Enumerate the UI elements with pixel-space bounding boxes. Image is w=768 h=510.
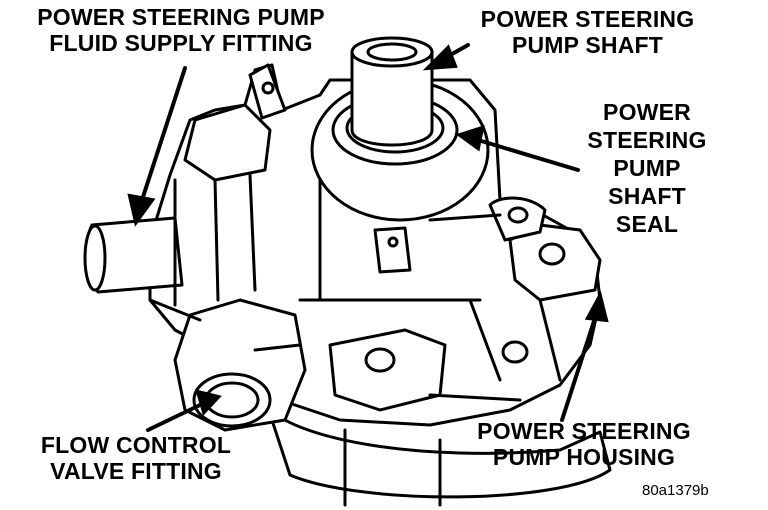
label-pump-housing-line1: POWER STEERING (477, 418, 691, 444)
arrowhead-fluid-supply (127, 193, 156, 227)
label-flow-control-line1: FLOW CONTROL (40, 432, 232, 458)
bolt-tab-hole (261, 81, 275, 95)
casting-lines (148, 173, 562, 402)
pump-shaft-bore (366, 42, 418, 62)
fluid-supply-fitting-face (83, 224, 107, 292)
rear-ear-hole (507, 206, 529, 224)
leader-pump-housing (560, 313, 598, 422)
label-pump-shaft-line2: PUMP SHAFT (511, 32, 664, 58)
label-shaft-seal: POWER STEERING PUMP SHAFT SEAL (572, 98, 722, 238)
label-shaft-seal-line4: SHAFT (608, 183, 686, 209)
arrowhead-shaft-seal (455, 125, 485, 152)
figure-code: 80a1379b (642, 482, 709, 499)
arrowhead-pump-shaft (422, 44, 458, 71)
label-fluid-supply-fitting: POWER STEERING PUMP FLUID SUPPLY FITTING (6, 4, 356, 56)
lower-shaft-stub (343, 428, 442, 507)
label-pump-shaft-line1: POWER STEERING (480, 6, 695, 32)
center-bracket-hole (387, 236, 399, 248)
front-mount-hole (364, 347, 396, 373)
label-pump-shaft: POWER STEERING PUMP SHAFT (455, 6, 720, 58)
label-pump-housing: POWER STEERING PUMP HOUSING (450, 418, 718, 470)
label-pump-housing-line2: PUMP HOUSING (492, 444, 676, 470)
label-fluid-supply-line1: POWER STEERING PUMP (37, 4, 325, 30)
leader-shaft-seal (476, 138, 580, 172)
label-flow-control-line2: VALVE FITTING (50, 458, 222, 484)
label-shaft-seal-line2: STEERING (587, 127, 707, 153)
leader-flow-control (146, 403, 202, 432)
label-shaft-seal-line1: POWER (603, 99, 691, 125)
leader-fluid-supply (140, 66, 187, 202)
label-flow-control-fitting: FLOW CONTROL VALVE FITTING (16, 432, 256, 484)
pump-shaft (350, 50, 434, 147)
label-fluid-supply-line2: FLUID SUPPLY FITTING (49, 30, 313, 56)
right-mount-hole (538, 242, 566, 266)
side-hole (501, 340, 529, 364)
arrowhead-pump-housing (584, 290, 609, 323)
label-shaft-seal-line5: SEAL (615, 211, 679, 237)
center-bracket (373, 226, 412, 274)
arrowhead-flow-control (195, 389, 222, 416)
label-shaft-seal-line3: PUMP (613, 155, 681, 181)
upper-mount-boss (183, 103, 272, 182)
